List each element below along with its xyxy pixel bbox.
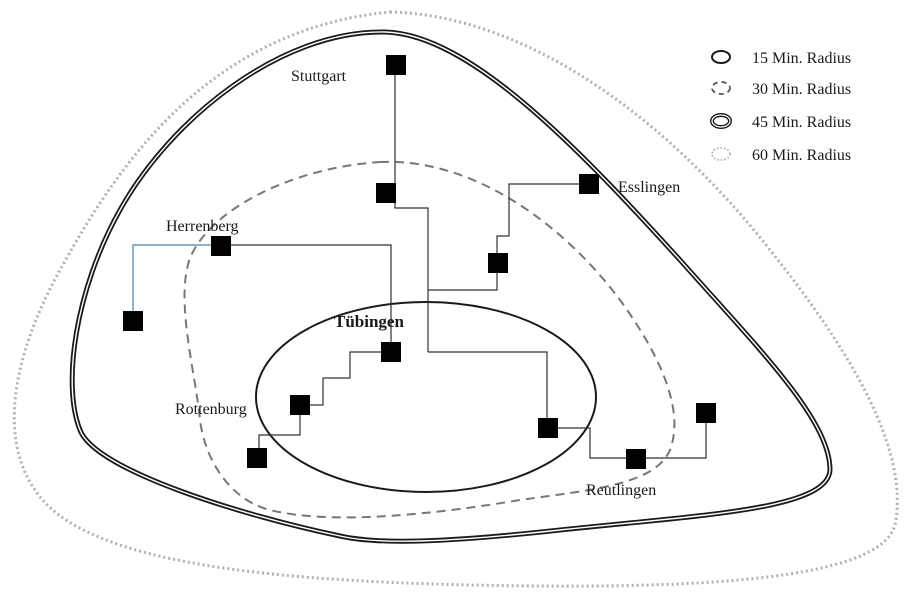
radius-30-min-outline <box>183 160 676 519</box>
station-reutlingen-east <box>696 403 716 423</box>
station-stuttgart <box>386 55 406 75</box>
legend-45-min-icon-inner <box>711 114 731 128</box>
label-esslingen: Esslingen <box>618 179 680 196</box>
station-esslingen-link <box>488 253 508 273</box>
radius-45-min-inner-stroke <box>71 31 831 542</box>
legend-60-min-label: 60 Min. Radius <box>752 147 851 164</box>
station-herrenberg-west <box>123 311 143 331</box>
label-reutlingen: Reutlingen <box>586 482 656 499</box>
label-rottenburg: Rottenburg <box>175 401 247 418</box>
radius-60-min-outline <box>12 10 899 588</box>
transport-network <box>220 65 707 459</box>
link-reutlingen-east <box>547 413 707 459</box>
legend-60-min-icon <box>711 147 731 161</box>
legend-15-min-label: 15 Min. Radius <box>752 50 851 67</box>
station-rottenburg <box>290 395 310 415</box>
legend-30-min-label: 30 Min. Radius <box>752 81 851 98</box>
label-tuebingen: Tübingen <box>334 312 404 331</box>
station-nodes <box>123 55 716 469</box>
link-esslingen-hub <box>428 183 589 291</box>
link-tuebingen-rottenburg <box>300 351 391 406</box>
link-tuebingen-reutlingen <box>428 351 548 428</box>
radius-15-min-outline <box>255 301 597 493</box>
legend-15-min-icon <box>711 50 731 64</box>
link-herrenberg-west <box>132 244 220 320</box>
station-herrenberg <box>211 236 231 256</box>
station-tuebingen-east <box>538 418 558 438</box>
link-stuttgart-tuebingen <box>394 65 429 352</box>
legend-30-min-icon <box>711 81 731 95</box>
legend: 15 Min. Radius 30 Min. Radius 45 Min. Ra… <box>710 50 851 164</box>
radius-45-min-outline <box>69 29 833 544</box>
station-stuttgart-south <box>376 183 396 203</box>
legend-45-min-label: 45 Min. Radius <box>752 114 851 131</box>
station-esslingen <box>579 174 599 194</box>
station-tuebingen <box>381 342 401 362</box>
station-rottenburg-south <box>247 448 267 468</box>
link-rottenburg-south <box>258 405 301 458</box>
label-herrenberg: Herrenberg <box>166 218 239 235</box>
link-herrenberg-hub <box>220 244 392 352</box>
station-reutlingen <box>626 449 646 469</box>
label-stuttgart: Stuttgart <box>291 68 347 85</box>
